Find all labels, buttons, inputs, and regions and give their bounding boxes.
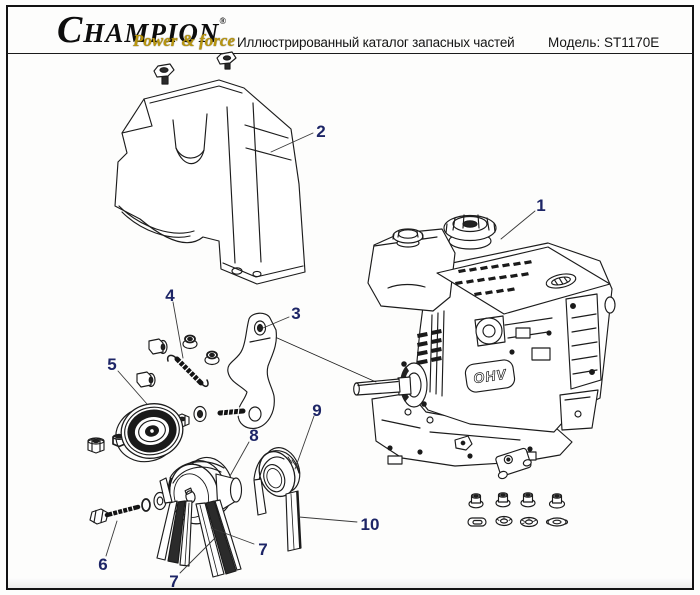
engine-assembly: OHV — [353, 214, 616, 467]
leader-line — [229, 441, 250, 477]
leader-line — [210, 527, 255, 545]
catalog-title: Иллюстрированный каталог запасных частей — [237, 35, 515, 50]
belt-pulley-group — [253, 447, 302, 552]
callout-1: 1 — [536, 196, 545, 215]
leader-line — [294, 415, 315, 470]
fastener-row-nuts — [468, 492, 566, 509]
drive-belts — [156, 477, 242, 578]
callout-4: 4 — [165, 286, 175, 305]
tension-bracket — [227, 312, 377, 429]
model-label: Модель: ST1170E — [548, 35, 660, 50]
leader-line — [105, 520, 118, 557]
callout-5: 5 — [107, 355, 116, 374]
registered-mark: ® — [219, 16, 227, 26]
leader-lines — [105, 132, 536, 574]
callout-8: 8 — [249, 426, 258, 445]
fastener-row-washers — [467, 515, 569, 528]
callout-numbers: 1 2 3 4 5 6 7 7 8 9 10 — [98, 122, 545, 591]
small-bracket — [495, 447, 532, 480]
cover-bolt-icons — [153, 51, 237, 85]
page-header: CHAMPION® Power & force Иллюстрированный… — [0, 0, 700, 55]
callout-6: 6 — [98, 555, 107, 574]
brand-logo: CHAMPION® — [57, 6, 247, 48]
leader-line — [270, 132, 314, 153]
leader-line — [117, 370, 148, 405]
leader-line — [179, 538, 215, 574]
brand-tagline: Power & force — [133, 31, 235, 50]
callout-7b: 7 — [169, 572, 178, 591]
callout-3: 3 — [291, 304, 300, 323]
engine-foot — [454, 435, 473, 451]
callout-2: 2 — [316, 122, 325, 141]
idler-pulley — [115, 403, 184, 463]
callout-7a: 7 — [258, 540, 267, 559]
leader-line — [262, 316, 290, 329]
header-rule — [7, 53, 693, 54]
leader-line — [298, 516, 358, 523]
mount-bolt — [89, 491, 167, 525]
callout-10: 10 — [361, 515, 380, 534]
leader-line — [172, 301, 184, 359]
ohv-label: OHV — [472, 366, 508, 387]
belt-cover — [114, 79, 306, 285]
leader-line — [500, 210, 536, 240]
scan-shading — [8, 578, 692, 588]
callout-9: 9 — [312, 401, 321, 420]
left-nuts — [87, 433, 126, 454]
tension-spring — [166, 354, 209, 387]
